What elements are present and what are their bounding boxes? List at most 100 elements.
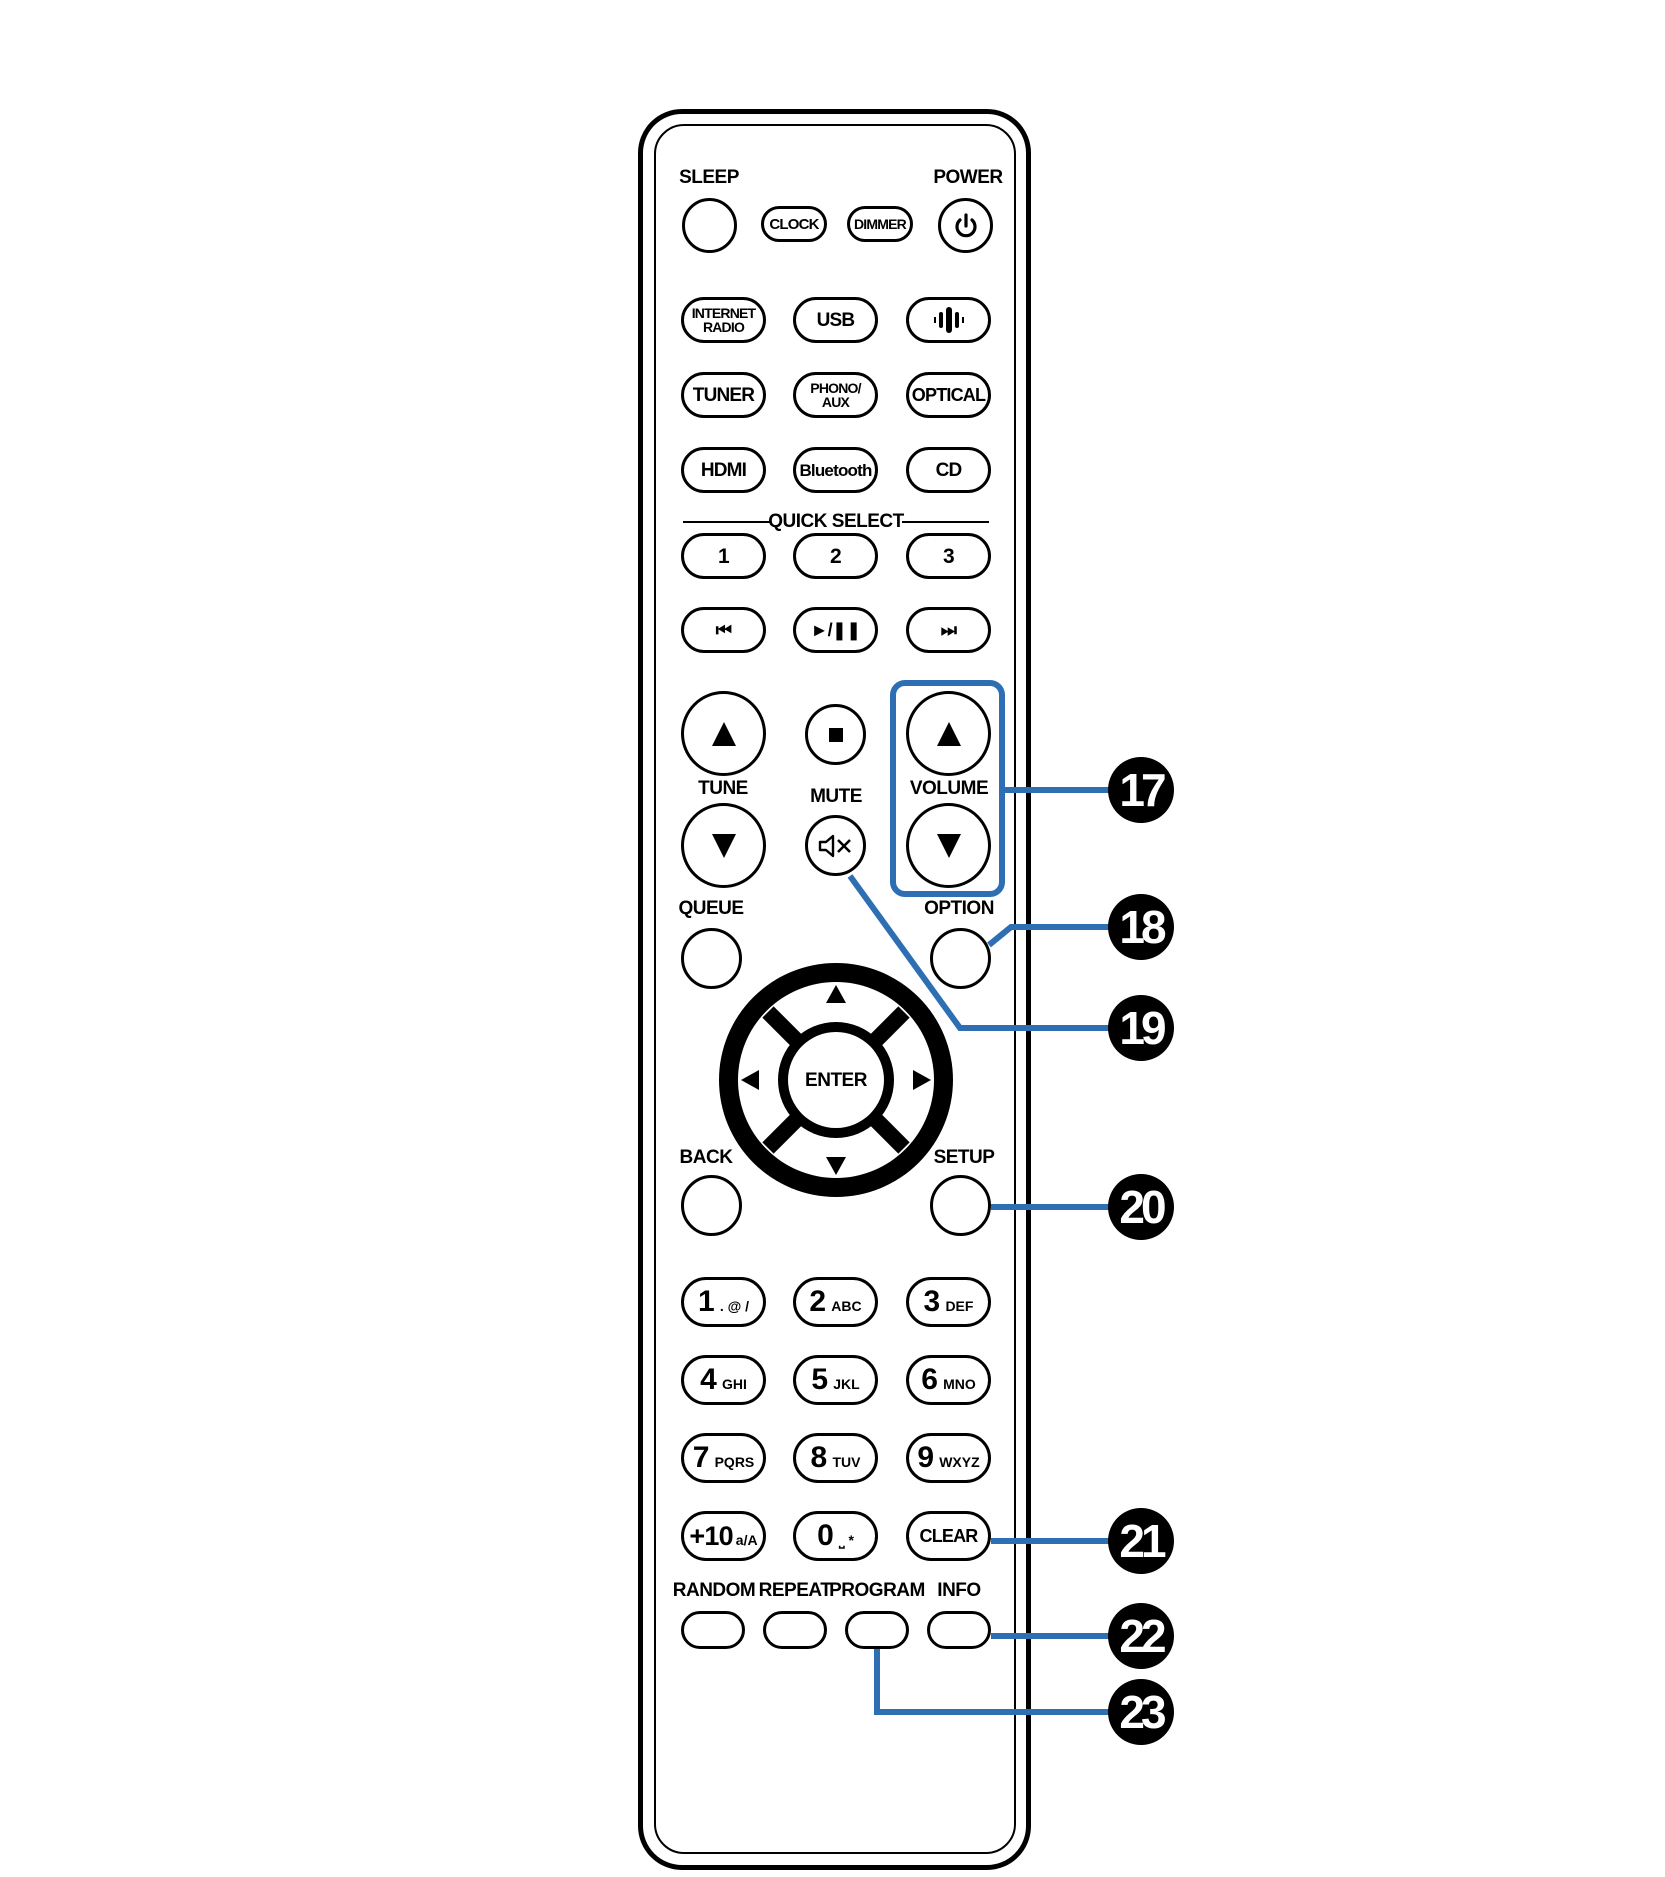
hdmi-button[interactable]: HDMI bbox=[681, 447, 766, 493]
internet-radio-text-1: INTERNET bbox=[691, 305, 756, 321]
number-8-digit: 8 bbox=[810, 1441, 828, 1474]
clear-button[interactable]: CLEAR bbox=[906, 1511, 991, 1561]
number-1-digit: 1 bbox=[697, 1285, 715, 1318]
callout-20: 20 bbox=[1108, 1174, 1174, 1240]
previous-button[interactable]: ⏮ bbox=[681, 607, 766, 653]
repeat-button[interactable] bbox=[763, 1611, 827, 1649]
dimmer-button[interactable]: DIMMER bbox=[847, 206, 913, 242]
internet-radio-text-2: RADIO bbox=[702, 319, 745, 335]
setup-label: SETUP bbox=[933, 1147, 995, 1168]
next-button[interactable]: ⏭ bbox=[906, 607, 991, 653]
number-7-letters: PQRS bbox=[714, 1454, 755, 1470]
stop-icon bbox=[828, 727, 843, 742]
callout-17: 17 bbox=[1108, 757, 1174, 823]
stop-button[interactable] bbox=[805, 704, 866, 765]
mute-label: MUTE bbox=[810, 786, 862, 807]
number-2-letters: ABC bbox=[831, 1298, 862, 1314]
random-button[interactable] bbox=[681, 1611, 745, 1649]
callout-21: 21 bbox=[1108, 1508, 1174, 1574]
heos-button[interactable] bbox=[906, 297, 991, 343]
random-label: RANDOM bbox=[672, 1580, 756, 1601]
repeat-label: REPEAT bbox=[758, 1580, 832, 1601]
number-6-letters: MNO bbox=[943, 1376, 976, 1392]
info-button[interactable] bbox=[927, 1611, 991, 1649]
quick-select-2-button[interactable]: 2 bbox=[793, 533, 878, 579]
quick-select-1-button[interactable]: 1 bbox=[681, 533, 766, 579]
power-button[interactable] bbox=[938, 198, 993, 253]
tune-up-button[interactable] bbox=[681, 691, 766, 776]
power-label: POWER bbox=[933, 167, 1003, 188]
number-5-letters: JKL bbox=[833, 1376, 860, 1392]
sleep-button[interactable] bbox=[682, 198, 737, 253]
usb-button[interactable]: USB bbox=[793, 297, 878, 343]
callout-line-23 bbox=[874, 1649, 1110, 1715]
down-arrow-icon bbox=[936, 833, 961, 858]
quick-select-line-right bbox=[902, 521, 989, 523]
callout-19: 19 bbox=[1108, 995, 1174, 1061]
down-arrow-icon bbox=[711, 833, 736, 858]
number-0-button[interactable]: 0⎵ * bbox=[793, 1511, 878, 1561]
number-9-letters: WXYZ bbox=[939, 1454, 980, 1470]
enter-button[interactable] bbox=[788, 1032, 884, 1128]
info-label: INFO bbox=[937, 1580, 981, 1601]
number-3-digit: 3 bbox=[923, 1285, 941, 1318]
setup-button[interactable] bbox=[930, 1175, 991, 1236]
optical-button[interactable]: OPTICAL bbox=[906, 372, 991, 418]
tuner-button[interactable]: TUNER bbox=[681, 372, 766, 418]
enter-label: ENTER bbox=[805, 1070, 867, 1091]
queue-button[interactable] bbox=[681, 928, 742, 989]
option-button[interactable] bbox=[930, 928, 991, 989]
mute-button[interactable] bbox=[805, 815, 866, 876]
back-label: BACK bbox=[679, 1147, 733, 1168]
volume-down-button[interactable] bbox=[906, 803, 991, 888]
down-arrow-icon[interactable] bbox=[826, 1157, 846, 1175]
number-0-letters: ⎵ * bbox=[838, 1532, 854, 1548]
quick-select-3-button[interactable]: 3 bbox=[906, 533, 991, 579]
phono-text-2: AUX bbox=[821, 394, 850, 410]
callout-line-18 bbox=[987, 924, 1110, 948]
play-pause-button[interactable]: ►/❚❚ bbox=[793, 607, 878, 653]
volume-label: VOLUME bbox=[909, 778, 989, 799]
internet-radio-button[interactable]: INTERNET RADIO bbox=[681, 297, 766, 343]
number-6-digit: 6 bbox=[921, 1363, 938, 1396]
quick-select-line-left bbox=[683, 521, 770, 523]
cd-button[interactable]: CD bbox=[906, 447, 991, 493]
up-arrow-icon bbox=[936, 721, 961, 746]
tune-label: TUNE bbox=[698, 778, 748, 799]
program-button[interactable] bbox=[845, 1611, 909, 1649]
mute-icon bbox=[818, 834, 851, 857]
option-label: OPTION bbox=[924, 898, 994, 919]
up-arrow-icon[interactable] bbox=[826, 985, 846, 1003]
queue-label: QUEUE bbox=[678, 898, 744, 919]
phono-aux-button[interactable]: PHONO/ AUX bbox=[793, 372, 878, 418]
clock-button[interactable]: CLOCK bbox=[761, 206, 827, 242]
number-1-letters: . @ / bbox=[719, 1298, 750, 1314]
remote-body-outline bbox=[638, 109, 1031, 1870]
phono-text-1: PHONO/ bbox=[810, 380, 861, 396]
sleep-label: SLEEP bbox=[679, 167, 739, 188]
volume-up-button[interactable] bbox=[906, 691, 991, 776]
left-arrow-icon[interactable] bbox=[741, 1070, 759, 1090]
tune-down-button[interactable] bbox=[681, 803, 766, 888]
plus-10-letters: a/A bbox=[735, 1532, 758, 1548]
number-4-letters: GHI bbox=[722, 1376, 747, 1392]
up-arrow-icon bbox=[711, 721, 736, 746]
right-arrow-icon[interactable] bbox=[913, 1070, 931, 1090]
plus-10-digit: +10 bbox=[689, 1520, 733, 1551]
number-6-button[interactable]: 6 MNO bbox=[906, 1355, 991, 1405]
back-button[interactable] bbox=[681, 1175, 742, 1236]
bluetooth-button[interactable]: Bluetooth bbox=[793, 447, 878, 493]
heos-icon bbox=[933, 307, 964, 333]
number-1-button[interactable]: 1. @ / bbox=[681, 1277, 766, 1327]
